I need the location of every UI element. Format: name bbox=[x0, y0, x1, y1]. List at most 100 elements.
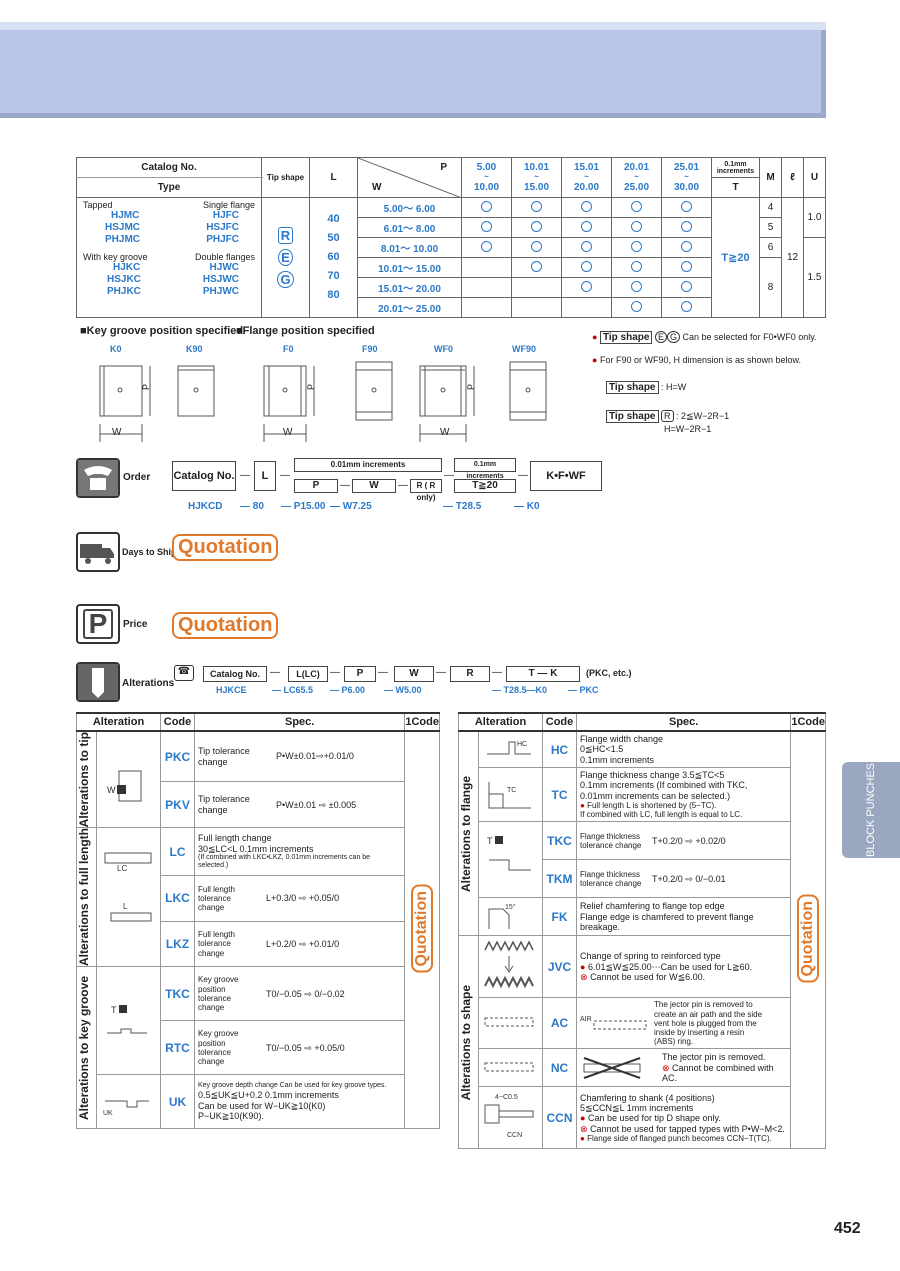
available-circle-icon bbox=[631, 280, 642, 292]
header-banner-highlight bbox=[0, 22, 826, 30]
code-TC: TC bbox=[542, 767, 577, 823]
available-circle-icon bbox=[681, 280, 692, 292]
order-T: T≧20 bbox=[454, 479, 516, 493]
availability-cell bbox=[661, 217, 712, 238]
note-4: Tip shape R : 2≦W−2R−1 H=W−2R−1 bbox=[606, 410, 729, 436]
svg-text:T: T bbox=[487, 836, 493, 846]
order-label: Order bbox=[123, 472, 151, 483]
alt-ex-5: — PKC bbox=[568, 685, 599, 695]
alt-left-head-alteration: Alteration bbox=[76, 712, 161, 732]
full-length-diagram: LC L bbox=[96, 827, 161, 968]
phone-order-icon bbox=[76, 458, 120, 498]
alt-right-head-spec: Spec. bbox=[575, 712, 792, 732]
p-range-0: 5.00~10.00 bbox=[461, 157, 512, 198]
flange-title: ■Flange position specified bbox=[236, 325, 375, 337]
order-ex-code: HJKCD bbox=[188, 501, 223, 512]
availability-cell bbox=[511, 217, 562, 238]
l-value: 12 bbox=[781, 197, 804, 318]
w-range-0: 5.00～ 6.00 bbox=[357, 197, 462, 218]
available-circle-icon bbox=[631, 300, 642, 312]
label-WF90: WF90 bbox=[512, 344, 537, 354]
order-W: W bbox=[352, 479, 396, 493]
alt-right-head-alteration: Alteration bbox=[458, 712, 543, 732]
availability-cell bbox=[511, 237, 562, 258]
order-dash-2: — bbox=[280, 470, 290, 481]
l-head: ℓ bbox=[781, 157, 804, 198]
order-R: R ( R only) bbox=[410, 479, 442, 502]
alt-left-quote-cell: Quotation bbox=[404, 730, 440, 1130]
tip-diagram: W bbox=[96, 730, 161, 829]
T-value: T≧20 bbox=[711, 197, 760, 318]
order-dash-5: — bbox=[444, 470, 454, 481]
tip-shape-cell: R E G bbox=[261, 197, 310, 318]
code-PKC: PKC bbox=[160, 730, 195, 783]
U-0: 1.0 bbox=[803, 197, 826, 238]
alterations-icon bbox=[76, 662, 120, 702]
availability-cell bbox=[611, 197, 662, 218]
order-P: P bbox=[294, 479, 338, 493]
svg-text:TC: TC bbox=[507, 787, 516, 794]
availability-cell bbox=[461, 297, 512, 318]
M-1: 5 bbox=[759, 217, 782, 238]
availability-cell bbox=[511, 257, 562, 278]
availability-cell bbox=[611, 277, 662, 298]
availability-cell bbox=[461, 277, 512, 298]
available-circle-icon bbox=[681, 260, 692, 272]
code-PKV: PKV bbox=[160, 781, 195, 829]
alt-ex-3: — W5.00 bbox=[384, 685, 422, 695]
W-label-1: W bbox=[112, 427, 122, 438]
alt-left-quotation: Quotation bbox=[411, 885, 434, 973]
p-range-1: 10.01~15.00 bbox=[511, 157, 562, 198]
availability-cell bbox=[561, 237, 612, 258]
code-TKC-r: TKC bbox=[542, 821, 577, 861]
available-circle-icon bbox=[681, 220, 692, 232]
available-circle-icon bbox=[531, 240, 542, 252]
available-circle-icon bbox=[481, 200, 492, 212]
available-circle-icon bbox=[481, 240, 492, 252]
available-circle-icon bbox=[631, 200, 642, 212]
svg-text:L: L bbox=[123, 902, 128, 911]
tk-diagram: T bbox=[478, 821, 543, 899]
available-circle-icon bbox=[631, 220, 642, 232]
label-F90: F90 bbox=[362, 344, 378, 354]
label-F0: F0 bbox=[283, 344, 294, 354]
spec-UK: Key groove depth change Can be used for … bbox=[193, 1074, 406, 1130]
t-increments: 0.1mm increments bbox=[711, 157, 760, 178]
availability-cell bbox=[661, 277, 712, 298]
M-head: M bbox=[759, 157, 782, 198]
code-UK: UK bbox=[160, 1074, 195, 1130]
group-key-groove: Alterations to key groove bbox=[76, 966, 97, 1130]
available-circle-icon bbox=[581, 280, 592, 292]
alt-dash-2: — bbox=[330, 667, 340, 678]
alt-dash-5: — bbox=[492, 667, 502, 678]
side-tab[interactable]: BLOCK PUNCHES bbox=[842, 762, 900, 858]
availability-cell bbox=[511, 197, 562, 218]
svg-text:LC: LC bbox=[117, 864, 127, 873]
availability-cell bbox=[461, 217, 512, 238]
group-tip: Alterations to tip bbox=[76, 730, 97, 829]
availability-cell bbox=[611, 297, 662, 318]
order-ex-W: — W7.25 bbox=[330, 501, 372, 512]
order-ex-K: — K0 bbox=[514, 501, 540, 512]
tc-diagram: TC bbox=[478, 767, 543, 823]
alt-left-head-1code: 1Code bbox=[404, 712, 440, 732]
alt-right-quotation: Quotation bbox=[797, 895, 820, 983]
order-KFWF: K•F•WF bbox=[530, 461, 602, 491]
group-flange: Alterations to flange bbox=[458, 730, 479, 937]
w-range-2: 8.01～ 10.00 bbox=[357, 237, 462, 258]
availability-cell bbox=[511, 297, 562, 318]
spec-table: Catalog No. Tip shape L P W 5.00~10.00 1… bbox=[76, 157, 826, 318]
ac-diagram bbox=[478, 997, 543, 1050]
order-ex-T: — T28.5 bbox=[443, 501, 482, 512]
truck-icon bbox=[76, 532, 120, 572]
code-HC: HC bbox=[542, 730, 577, 769]
alt-cell-TK: T — K bbox=[506, 666, 580, 682]
alt-left-head-code: Code bbox=[160, 712, 195, 732]
label-K90: K90 bbox=[186, 344, 203, 354]
